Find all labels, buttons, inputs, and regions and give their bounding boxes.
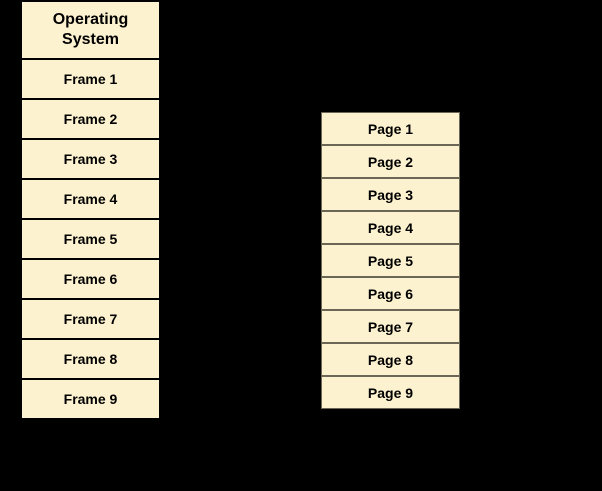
frame-box-2: Frame 2	[21, 99, 160, 139]
page-box-1: Page 1	[321, 112, 460, 145]
frame-box-9: Frame 9	[21, 379, 160, 419]
page-box-6: Page 6	[321, 277, 460, 310]
frame-box-5: Frame 5	[21, 219, 160, 259]
frame-box-4: Frame 4	[21, 179, 160, 219]
page-box-7: Page 7	[321, 310, 460, 343]
frame-box-8: Frame 8	[21, 339, 160, 379]
page-box-9: Page 9	[321, 376, 460, 409]
frame-box-6: Frame 6	[21, 259, 160, 299]
frames-column: Operating System Frame 1 Frame 2 Frame 3…	[21, 1, 160, 419]
frame-box-3: Frame 3	[21, 139, 160, 179]
page-box-3: Page 3	[321, 178, 460, 211]
pages-column: Page 1 Page 2 Page 3 Page 4 Page 5 Page …	[321, 112, 460, 409]
frame-box-7: Frame 7	[21, 299, 160, 339]
page-box-4: Page 4	[321, 211, 460, 244]
frame-box-1: Frame 1	[21, 59, 160, 99]
page-box-2: Page 2	[321, 145, 460, 178]
page-box-5: Page 5	[321, 244, 460, 277]
page-box-8: Page 8	[321, 343, 460, 376]
os-title-box: Operating System	[21, 1, 160, 59]
